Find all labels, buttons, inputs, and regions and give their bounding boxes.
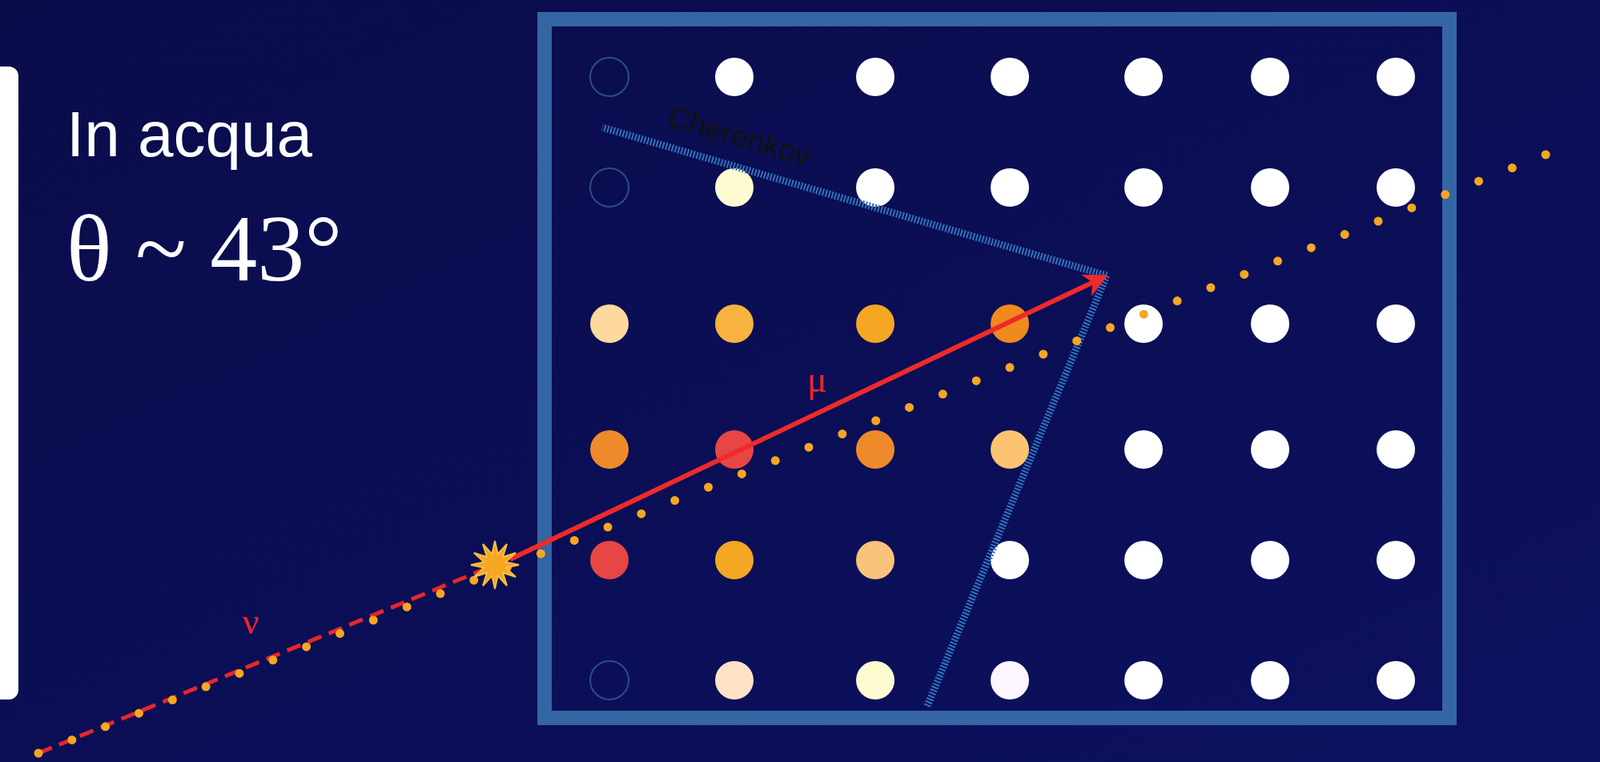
sensor [715, 57, 754, 97]
sensor [1376, 168, 1416, 207]
sensor [856, 660, 895, 700]
sensor [1250, 660, 1290, 700]
sensor [856, 430, 895, 469]
sensor [1250, 168, 1290, 207]
sensor [856, 168, 895, 207]
sensor [1376, 304, 1416, 343]
sensor [1250, 57, 1290, 97]
sensor [1376, 540, 1416, 579]
angle-label: θ ~ 43° [66, 201, 343, 297]
sensor [590, 168, 629, 207]
sensor [1376, 660, 1416, 700]
sensor [590, 430, 629, 469]
sensor [590, 304, 629, 343]
sensor [715, 304, 754, 343]
sensor [990, 57, 1030, 97]
interaction-star [470, 540, 519, 589]
sensor [1124, 660, 1163, 700]
sensor-grid [590, 57, 1416, 700]
muon-label: μ [807, 361, 828, 398]
sensor [715, 168, 754, 207]
sensor [1124, 57, 1163, 97]
sensor [715, 660, 754, 700]
detector-box [544, 19, 1450, 718]
sensor [856, 57, 895, 97]
cherenkov-line [602, 127, 1107, 276]
sensor [590, 660, 629, 700]
sensor [1376, 57, 1416, 97]
neutrino-label: ν [242, 603, 260, 640]
sensor [590, 540, 629, 579]
sensor [1124, 430, 1163, 469]
medium-label: In acqua [66, 102, 313, 167]
sensor [1250, 304, 1290, 343]
sensor [1250, 430, 1290, 469]
sensor [1124, 168, 1163, 207]
sensor [715, 540, 754, 579]
muon-track [510, 277, 1104, 559]
side-panel [0, 66, 19, 700]
sensor [1376, 430, 1416, 469]
sensor [1124, 540, 1163, 579]
sensor [715, 430, 754, 469]
sensor [856, 540, 895, 579]
sensor [1250, 540, 1290, 579]
sensor [590, 57, 629, 97]
sensor [856, 304, 895, 343]
sensor [990, 660, 1030, 700]
light-dots [38, 142, 1576, 753]
sensor [990, 168, 1030, 207]
sensor [990, 430, 1030, 469]
